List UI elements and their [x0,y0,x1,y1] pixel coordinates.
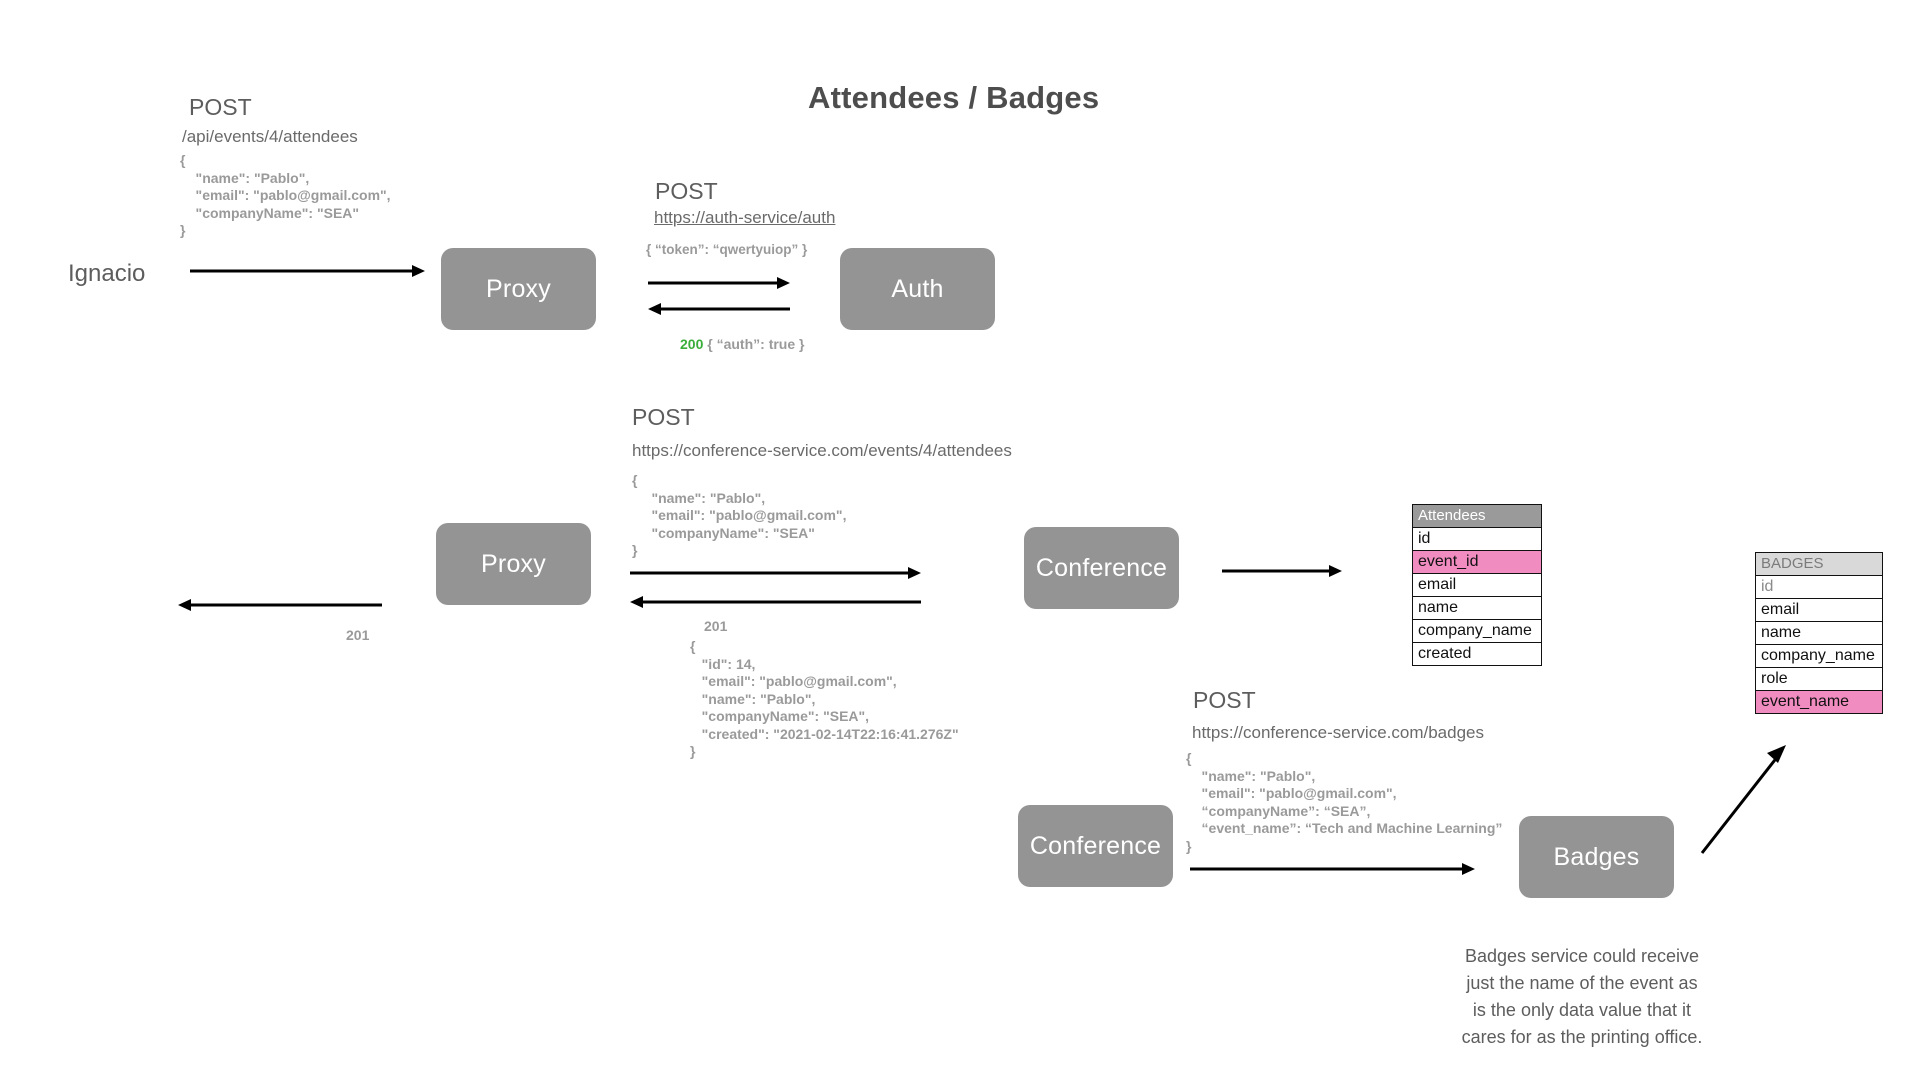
column-id: id [1755,575,1883,599]
column-created: created [1412,642,1542,666]
arrow-conference-to-proxy [630,595,921,609]
table-badges-title: BADGES [1755,552,1883,576]
arrow-proxy-to-conference [630,566,921,580]
table-row: name [1755,621,1883,645]
arrow-conference-to-attendees [1222,564,1342,578]
table-row: event_id [1412,550,1542,574]
conference-response-body: { "id": 14, "email": "pablo@gmail.com", … [690,638,959,759]
column-email: email [1412,573,1542,597]
column-event-id: event_id [1412,550,1542,574]
table-row: id [1412,527,1542,551]
column-name: name [1412,596,1542,620]
conference-request-url: https://conference-service.com/events/4/… [632,441,1012,460]
auth-response-code: 200 [680,336,704,352]
auth-response-line: 200 { “auth”: true } [680,336,804,352]
node-conference-mid[interactable]: Conference [1024,527,1179,609]
table-attendees: Attendees id event_id email name company… [1412,504,1542,666]
node-conference-bottom[interactable]: Conference [1018,805,1173,887]
client-response-code: 201 [346,627,370,643]
badges-caption: Badges service could receive just the na… [1461,946,1703,1047]
badges-request-url: https://conference-service.com/badges [1192,723,1484,742]
conference-request-verb: POST [632,404,695,430]
conference-response-code: 201 [704,618,728,634]
node-proxy-mid[interactable]: Proxy [436,523,591,605]
table-row: company_name [1755,644,1883,668]
column-company-name: company_name [1755,644,1883,668]
column-event-name: event_name [1755,690,1883,714]
badges-request-verb: POST [1193,687,1256,713]
page-title: Attendees / Badges [808,80,1100,115]
arrow-badges-to-badges-table [1700,745,1786,855]
actor-ignacio: Ignacio [68,260,146,287]
table-row: Attendees [1412,504,1542,528]
auth-response-body: { “auth”: true } [707,336,805,352]
table-row: email [1412,573,1542,597]
table-row: id [1755,575,1883,599]
node-badges[interactable]: Badges [1519,816,1674,898]
table-row: BADGES [1755,552,1883,576]
client-request-verb: POST [189,94,252,120]
arrow-proxy-to-auth [648,276,790,290]
table-attendees-title: Attendees [1412,504,1542,528]
arrow-client-to-proxy [190,264,425,278]
client-request-body: { "name": "Pablo", "email": "pablo@gmail… [180,152,391,238]
auth-request-verb: POST [655,178,718,204]
node-proxy-top[interactable]: Proxy [441,248,596,330]
table-row: role [1755,667,1883,691]
arrow-conference-to-badges [1190,862,1475,876]
table-row: email [1755,598,1883,622]
table-row: name [1412,596,1542,620]
column-email: email [1755,598,1883,622]
table-row: created [1412,642,1542,666]
table-row: event_name [1755,690,1883,714]
table-attendees-body: Attendees id event_id email name company… [1412,504,1542,666]
node-auth[interactable]: Auth [840,248,995,330]
client-request-url: /api/events/4/attendees [182,127,358,146]
arrow-auth-to-proxy [648,302,790,316]
arrow-proxy-to-client [178,598,382,612]
column-role: role [1755,667,1883,691]
table-badges: BADGES id email name company_name role e… [1755,552,1883,714]
column-id: id [1412,527,1542,551]
conference-request-body: { "name": "Pablo", "email": "pablo@gmail… [632,472,847,558]
table-badges-body: BADGES id email name company_name role e… [1755,552,1883,714]
badges-request-body: { "name": "Pablo", "email": "pablo@gmail… [1186,750,1503,854]
column-name: name [1755,621,1883,645]
column-company-name: company_name [1412,619,1542,643]
auth-request-body: { “token”: “qwertyuiop” } [646,242,808,257]
table-row: company_name [1412,619,1542,643]
auth-request-url[interactable]: https://auth-service/auth [654,208,836,227]
